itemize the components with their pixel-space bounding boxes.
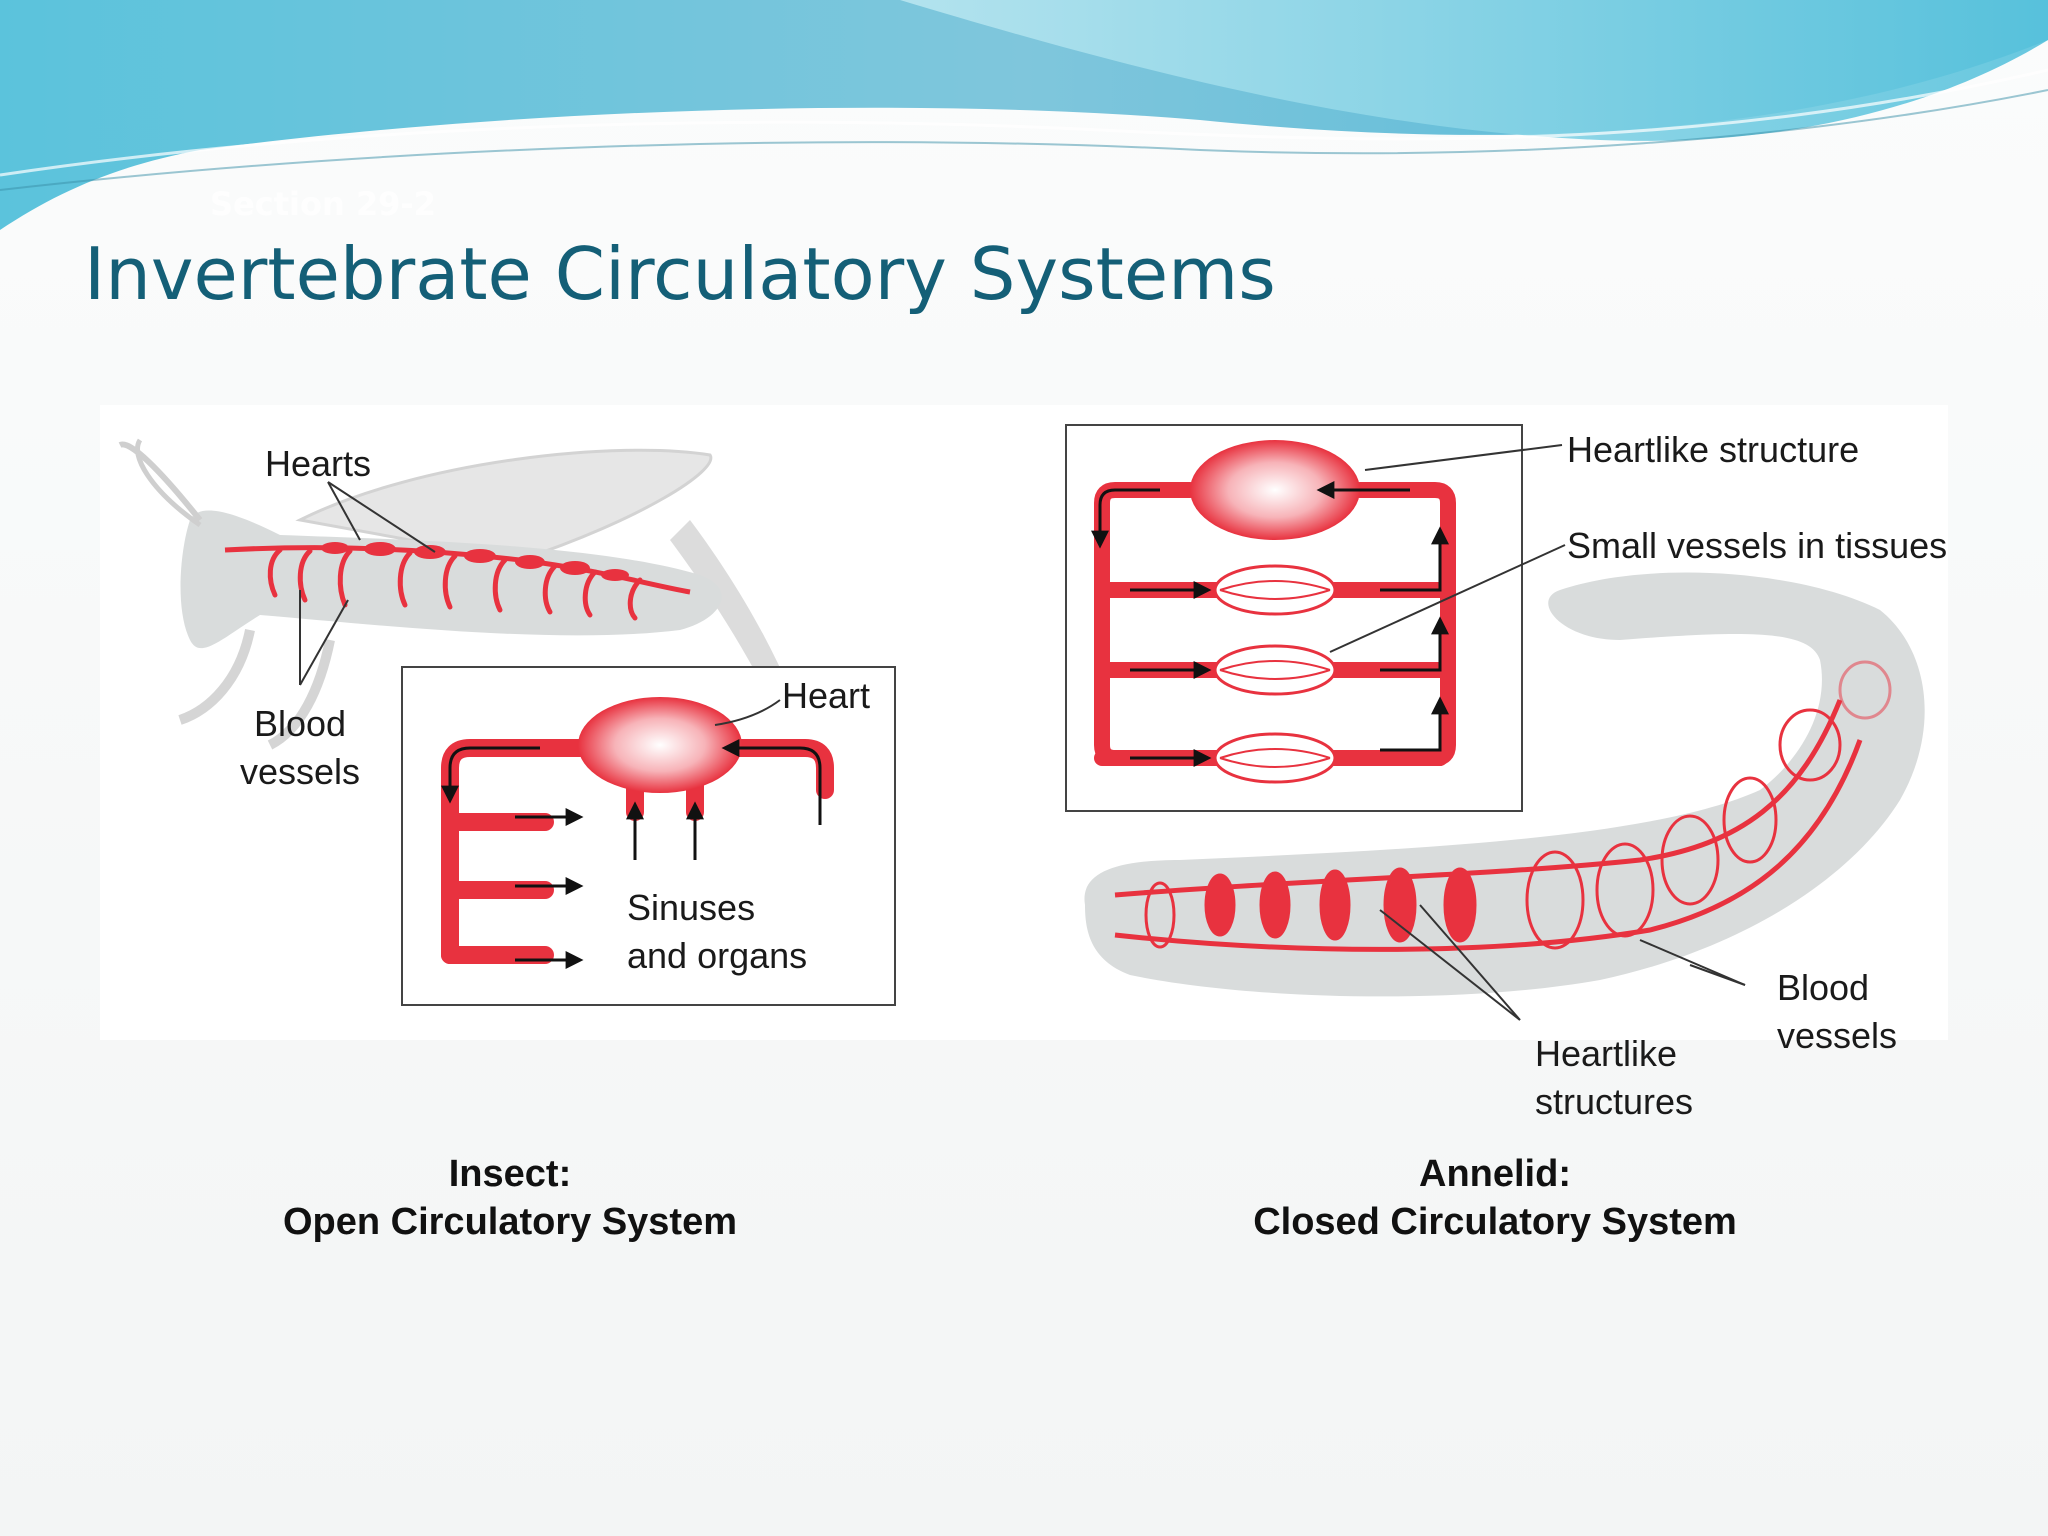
slide-title: Invertebrate Circulatory Systems — [84, 232, 1276, 316]
header-banner — [0, 0, 2048, 230]
label-hearts: Hearts — [265, 443, 371, 484]
annelid-caption-line1: Annelid: — [1419, 1153, 1571, 1195]
label-sinuses-line2: and organs — [627, 935, 807, 976]
insect-caption-line1: Insect: — [448, 1153, 572, 1195]
label-heartlike-structure: Heartlike structure — [1567, 429, 1859, 470]
label-sinuses-line1: Sinuses — [627, 887, 755, 928]
label-annelid-blood-vessels-line2: vessels — [1777, 1015, 1897, 1056]
insect-caption: Insect: Open Circulatory System — [210, 1150, 810, 1246]
label-annelid-blood-vessels-line1: Blood — [1777, 967, 1869, 1008]
annelid-illustration — [1084, 572, 1925, 1021]
annelid-caption: Annelid: Closed Circulatory System — [1195, 1150, 1795, 1246]
annelid-caption-line2: Closed Circulatory System — [1253, 1201, 1737, 1243]
section-number: Section 29-2 — [210, 185, 436, 223]
label-small-vessels: Small vessels in tissues — [1567, 525, 1947, 566]
label-heart: Heart — [782, 675, 870, 716]
insect-caption-line2: Open Circulatory System — [282, 1201, 738, 1243]
closed-system-inset — [1065, 424, 1566, 812]
label-heartlike-structures-line2: structures — [1535, 1081, 1693, 1122]
label-heartlike-structures-line1: Heartlike — [1535, 1033, 1677, 1074]
label-blood-vessels-line1: Blood — [254, 703, 346, 744]
open-system-inset — [401, 666, 896, 1006]
label-blood-vessels-line2: vessels — [240, 751, 360, 792]
insect-illustration — [118, 438, 790, 750]
